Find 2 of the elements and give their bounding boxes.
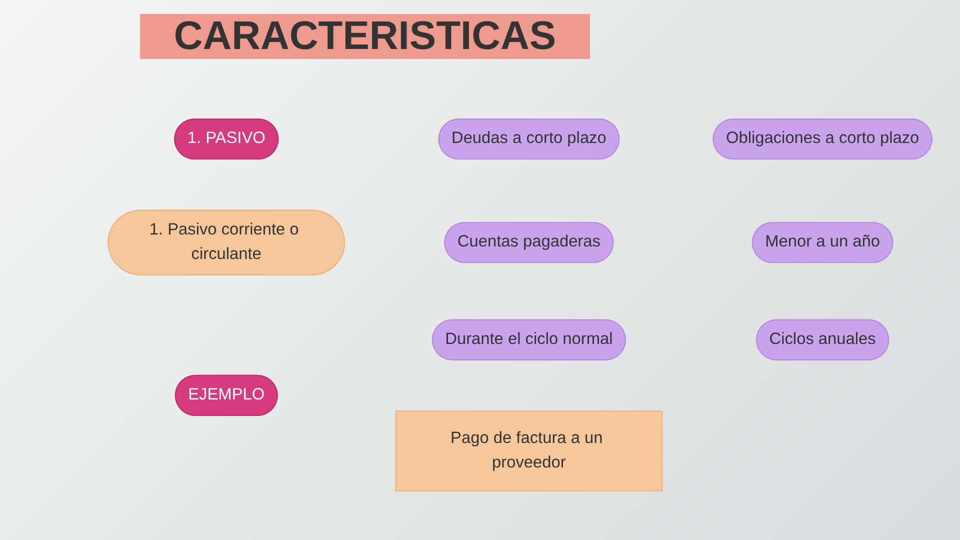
- node-box: Pago de factura a un proveedor: [395, 410, 663, 492]
- title: CARACTERISTICAS: [140, 14, 590, 59]
